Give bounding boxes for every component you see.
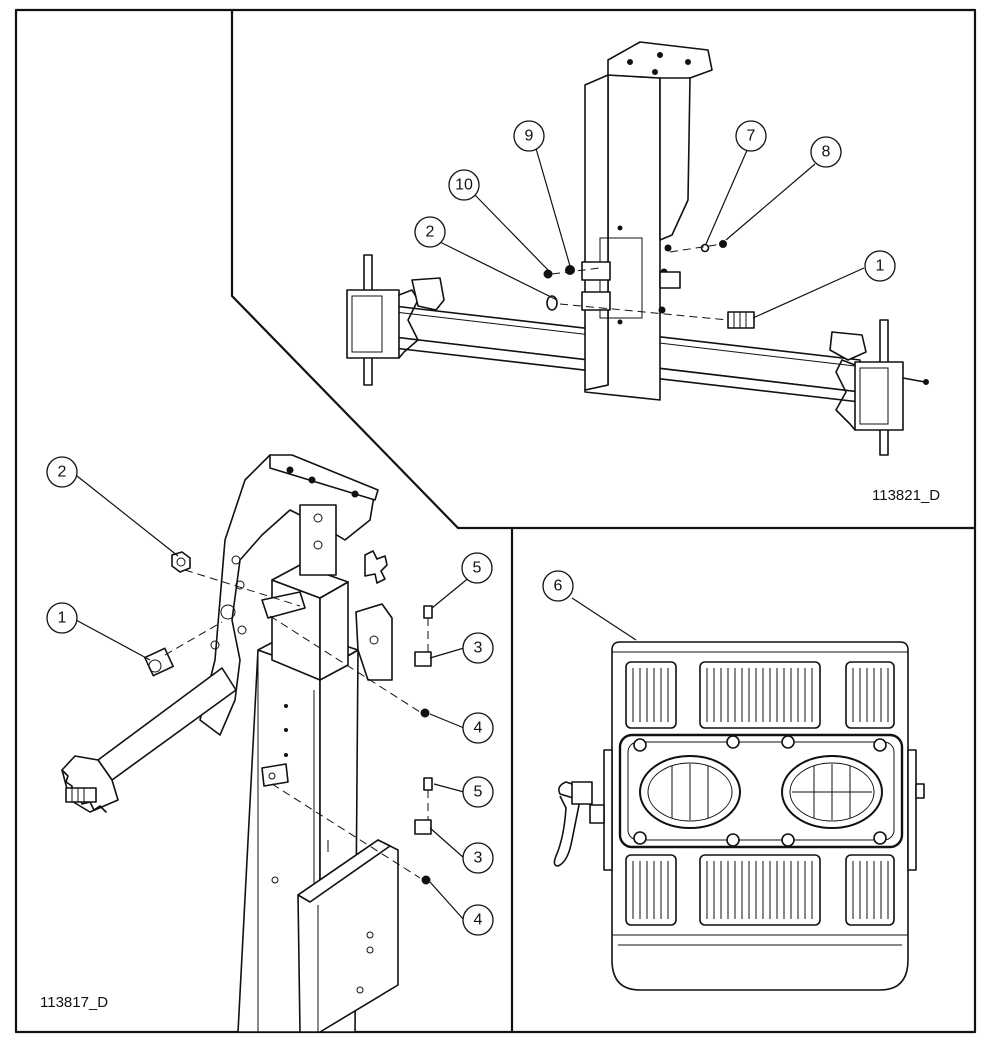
gasket-bolts <box>633 735 887 847</box>
callout-top-9: 9 <box>513 120 545 152</box>
left-clamp <box>346 254 445 386</box>
callout-left-5b: 5 <box>462 776 494 808</box>
callout-left-3b: 3 <box>462 842 494 874</box>
tilt-handle <box>553 781 605 867</box>
cooling-fins-bottom <box>625 854 895 926</box>
left-panel-assembly: 2 1 5 3 4 5 3 4 113817_D <box>40 454 494 1033</box>
callout-top-10: 10 <box>448 169 480 201</box>
drawing-code-left: 113817_D <box>40 994 108 1011</box>
callout-top-2: 2 <box>414 216 446 248</box>
outer-frame <box>14 8 977 1034</box>
right-clamp <box>829 319 929 456</box>
callout-left-1: 1 <box>46 602 78 634</box>
callout-left-4a: 4 <box>462 712 494 744</box>
callout-left-4b: 4 <box>462 904 494 936</box>
lens-right <box>781 755 883 829</box>
panel-frames <box>14 8 977 1034</box>
callout-left-2: 2 <box>46 456 78 488</box>
svg-text:9: 9 <box>525 128 534 145</box>
svg-text:3: 3 <box>474 640 483 657</box>
callout-left-3a: 3 <box>462 632 494 664</box>
svg-text:1: 1 <box>58 610 67 627</box>
svg-text:8: 8 <box>822 144 831 161</box>
svg-text:3: 3 <box>474 850 483 867</box>
svg-text:5: 5 <box>473 560 482 577</box>
svg-text:2: 2 <box>58 464 67 481</box>
top-callouts: 1 2 10 9 7 8 <box>414 120 896 319</box>
right-panel-light: 6 <box>542 570 925 991</box>
callout-top-7: 7 <box>735 120 767 152</box>
callout-top-1: 1 <box>864 250 896 282</box>
svg-text:2: 2 <box>426 224 435 241</box>
drawing-code-top: 113821_D <box>872 487 940 504</box>
svg-text:4: 4 <box>474 720 483 737</box>
callout-top-8: 8 <box>810 136 842 168</box>
svg-text:10: 10 <box>455 177 473 194</box>
top-panel-divider <box>230 8 977 530</box>
svg-text:7: 7 <box>747 128 756 145</box>
top-hardware <box>543 240 755 329</box>
left-hardware <box>144 551 433 885</box>
svg-text:6: 6 <box>554 578 563 595</box>
cooling-fins-top <box>625 661 895 729</box>
svg-text:1: 1 <box>876 258 885 275</box>
mast-column <box>584 41 713 401</box>
lens-left <box>639 755 741 829</box>
callout-right-6: 6 <box>542 570 574 602</box>
callout-left-5a: 5 <box>461 552 493 584</box>
svg-text:4: 4 <box>474 912 483 929</box>
top-panel-assembly: 1 2 10 9 7 8 113821_D <box>346 41 940 504</box>
svg-text:5: 5 <box>474 784 483 801</box>
